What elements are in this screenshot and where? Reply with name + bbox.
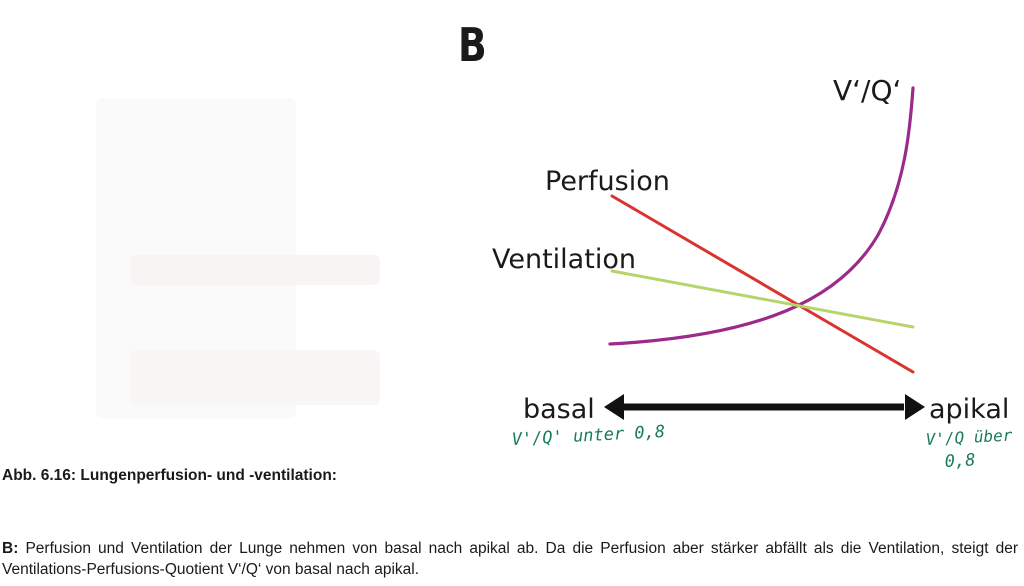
perfusion-line <box>610 194 915 374</box>
arrow-head-right <box>905 394 925 420</box>
handwritten-note-apikal-line1: V'/Q über <box>925 425 1013 449</box>
caption-panel-prefix: B: <box>2 540 19 557</box>
perfusion-label: Perfusion <box>545 166 670 197</box>
vq-label: V‘/Q‘ <box>833 74 901 107</box>
caption-text: Perfusion und Ventilation der Lunge nehm… <box>2 540 1018 578</box>
figure-caption: B: Perfusion und Ventilation der Lunge n… <box>2 538 1018 580</box>
handwritten-note-basal: V'/Q' unter 0,8 <box>511 422 665 450</box>
handwritten-note-apikal-line2: 0,8 <box>944 450 976 472</box>
ventilation-label: Ventilation <box>492 244 636 275</box>
panel-label: B <box>458 18 487 72</box>
faded-panel-a-shape <box>130 255 380 285</box>
perfusion-ventilation-diagram: V‘/Q‘ Perfusion Ventilation basal apikal… <box>492 74 1013 472</box>
basal-label: basal <box>523 394 595 425</box>
faded-panel-a-shape <box>130 350 380 405</box>
ventilation-line <box>610 269 915 329</box>
apikal-label: apikal <box>929 394 1009 425</box>
figure-title: Abb. 6.16: Lungenperfusion- und -ventila… <box>2 467 337 484</box>
arrow-head-left <box>604 394 624 420</box>
vq-curve <box>608 86 915 346</box>
basal-apikal-arrow <box>604 394 925 420</box>
